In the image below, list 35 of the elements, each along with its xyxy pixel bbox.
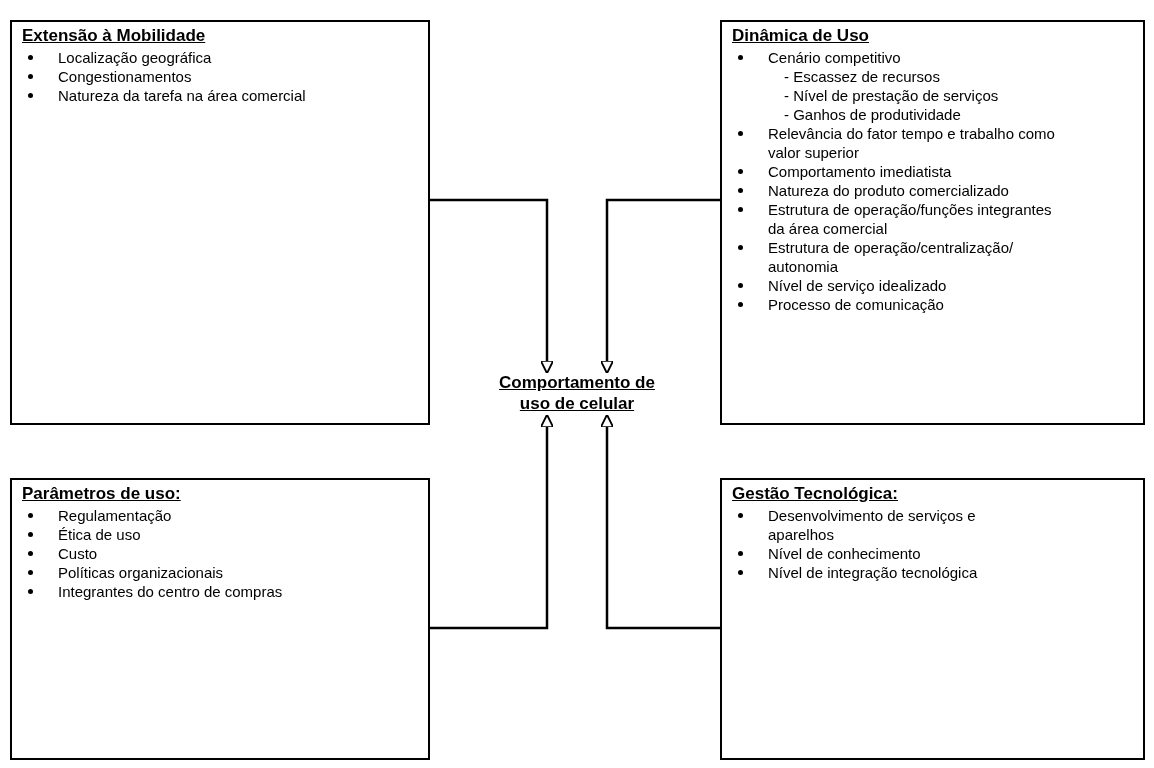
bullet-item: Integrantes do centro de compras — [58, 582, 283, 601]
bullet-item: Nível de serviço idealizado — [768, 276, 947, 295]
bullet-item: Custo — [58, 544, 98, 563]
box-heading: Extensão à Mobilidade — [22, 26, 207, 46]
sub-item-text: - Escassez de recursos — [783, 67, 941, 86]
category-box — [720, 20, 1145, 425]
box-heading: Dinâmica de Uso — [732, 26, 870, 46]
bullet-item: Localização geográfica — [58, 48, 212, 67]
sub-item-text: - Ganhos de produtividade — [783, 105, 962, 124]
bent-arrow — [599, 413, 720, 630]
bullet-item: Cenário competitivo — [768, 48, 901, 67]
bullet-item: Natureza do produto comercializado — [768, 181, 1009, 200]
category-box — [720, 478, 1145, 760]
bullet-item: Relevância do fator tempo e trabalho como valor superior — [768, 124, 1056, 162]
bullet-item: Estrutura de operação/funções integrantes da área comercial — [768, 200, 1053, 238]
bullet-item: Regulamentação — [58, 506, 172, 525]
box-heading: Gestão Tecnológica: — [732, 484, 899, 504]
bullet-item: Nível de conhecimento — [768, 544, 921, 563]
bullet-item: Comportamento imediatista — [768, 162, 952, 181]
category-box — [10, 478, 430, 760]
sub-item-text: - Nível de prestação de serviços — [783, 86, 1000, 105]
central-title: Comportamento de uso de celular — [497, 372, 657, 416]
bullet-item: Estrutura de operação/centralização/ autonomia — [768, 238, 1015, 276]
bullet-item: Ética de uso — [58, 525, 141, 544]
bullet-item: Nível de integração tecnológica — [768, 563, 978, 582]
bullet-item: Natureza da tarefa na área comercial — [58, 86, 306, 105]
bent-arrow — [430, 198, 555, 375]
bullet-item: Congestionamentos — [58, 67, 192, 86]
category-box — [10, 20, 430, 425]
bullet-item: Processo de comunicação — [768, 295, 944, 314]
bent-arrow — [599, 198, 720, 375]
bullet-item: Desenvolvimento de serviços e aparelhos — [768, 506, 977, 544]
box-heading: Parâmetros de uso: — [22, 484, 182, 504]
bullet-item: Políticas organizacionais — [58, 563, 224, 582]
bent-arrow — [430, 413, 555, 630]
